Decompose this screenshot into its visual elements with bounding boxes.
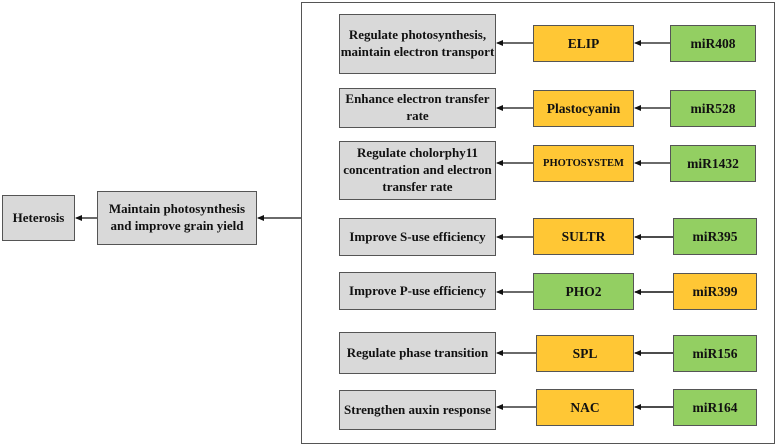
effect-box-5: Regulate phase transition: [339, 332, 496, 374]
mirna-box-0: miR408: [670, 25, 756, 62]
target-box-1: Plastocyanin: [533, 90, 634, 127]
mirna-box-5: miR156: [673, 335, 757, 372]
target-box-0: ELIP: [533, 25, 634, 62]
target-box-2: PHOTOSYSTEM: [533, 145, 634, 182]
effect-box-2: Regulate cholorphy11 concentration and e…: [339, 141, 496, 200]
mirna-box-1: miR528: [670, 90, 756, 127]
mirna-box-2: miR1432: [670, 145, 756, 182]
mirna-panel-frame: [301, 2, 775, 444]
effect-box-4: Improve P-use efficiency: [339, 272, 496, 310]
effect-box-0: Regulate photosynthesis, maintain electr…: [339, 14, 496, 74]
mirna-box-3: miR395: [673, 218, 757, 255]
effect-box-1: Enhance electron transfer rate: [339, 88, 496, 128]
effect-box-3: Improve S-use efficiency: [339, 218, 496, 256]
effect-box-6: Strengthen auxin response: [339, 390, 496, 430]
target-box-6: NAC: [536, 389, 634, 426]
maintain-photosynthesis-box: Maintain photosynthesis and improve grai…: [97, 191, 257, 245]
mirna-box-4: miR399: [673, 273, 757, 310]
target-box-5: SPL: [536, 335, 634, 372]
target-box-4: PHO2: [533, 273, 634, 310]
heterosis-box: Heterosis: [2, 195, 75, 241]
mirna-box-6: miR164: [673, 389, 757, 426]
target-box-3: SULTR: [533, 218, 634, 255]
